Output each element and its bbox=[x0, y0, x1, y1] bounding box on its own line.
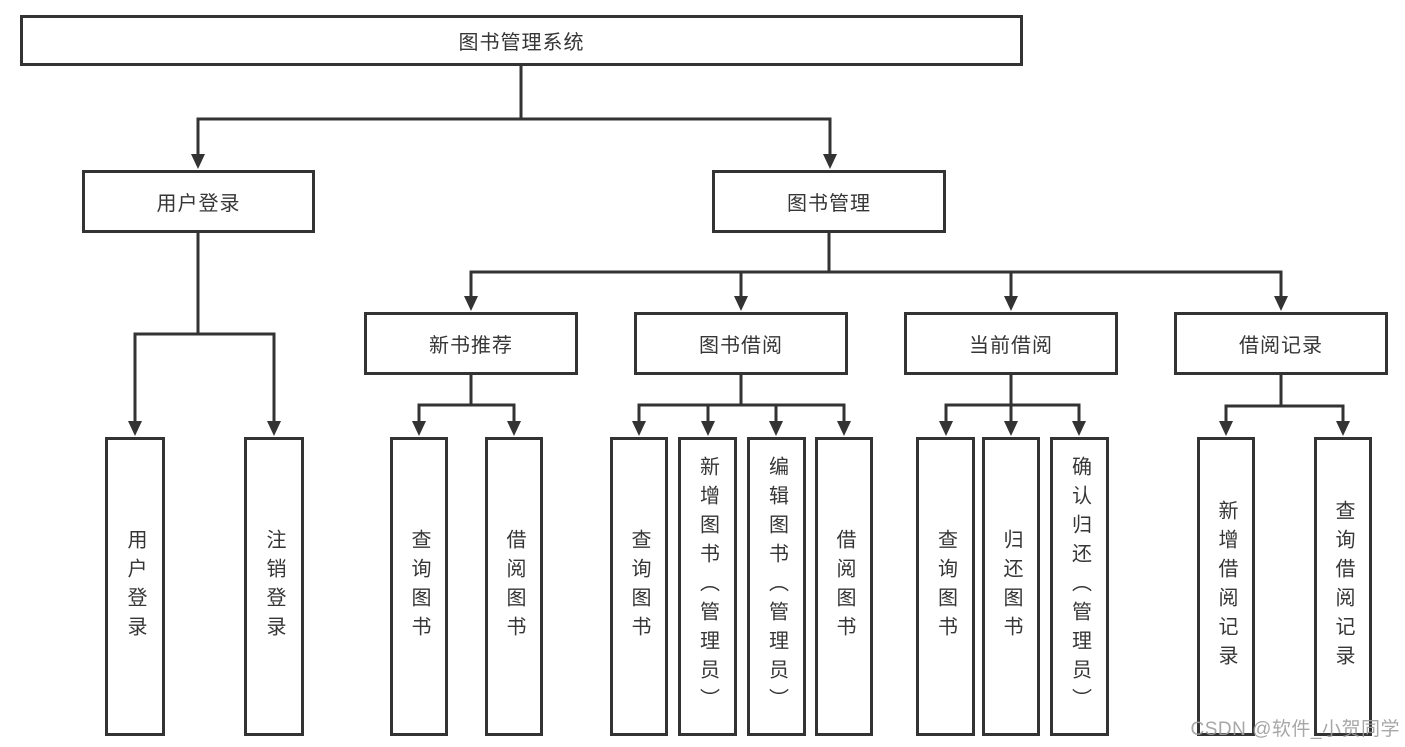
arrow-down-icon bbox=[701, 421, 715, 436]
arrow-down-icon bbox=[412, 421, 426, 436]
node-label: 查询借阅记录 bbox=[1332, 499, 1354, 674]
leaf-edit-books-admin: 编辑图书（管理员） bbox=[747, 437, 806, 736]
node-label: 编辑图书（管理员） bbox=[765, 456, 788, 717]
node-label: 图书借阅 bbox=[699, 335, 783, 357]
arrow-down-icon bbox=[769, 421, 783, 436]
node-label: 新书推荐 bbox=[429, 335, 513, 357]
node-label: 新增借阅记录 bbox=[1215, 499, 1237, 674]
node-root-system: 图书管理系统 bbox=[20, 15, 1023, 66]
arrow-down-icon bbox=[128, 421, 142, 436]
leaf-add-books-admin: 新增图书（管理员） bbox=[678, 437, 737, 736]
node-book-management: 图书管理 bbox=[712, 170, 946, 233]
node-label: 借阅图书 bbox=[833, 528, 855, 645]
arrow-down-icon bbox=[191, 154, 205, 169]
node-label: 注销登录 bbox=[263, 528, 285, 645]
leaf-add-borrow-record: 新增借阅记录 bbox=[1197, 437, 1255, 736]
arrow-down-icon bbox=[1004, 296, 1018, 311]
node-label: 查询图书 bbox=[408, 528, 430, 645]
node-label: 查询图书 bbox=[934, 528, 957, 645]
node-label: 新增图书（管理员） bbox=[696, 456, 719, 717]
node-book-borrowing: 图书借阅 bbox=[634, 312, 848, 375]
arrow-down-icon bbox=[1219, 421, 1233, 436]
arrow-down-icon bbox=[507, 421, 521, 436]
leaf-user-login: 用户登录 bbox=[105, 437, 165, 736]
leaf-query-borrow-record: 查询借阅记录 bbox=[1314, 437, 1372, 736]
node-user-login: 用户登录 bbox=[82, 170, 315, 233]
arrow-down-icon bbox=[823, 154, 837, 169]
node-label: 借阅图书 bbox=[503, 528, 525, 645]
arrow-down-icon bbox=[1072, 421, 1086, 436]
node-label: 当前借阅 bbox=[969, 335, 1053, 357]
leaf-return-books: 归还图书 bbox=[982, 437, 1040, 736]
arrowheads bbox=[128, 154, 1350, 436]
node-current-borrowing: 当前借阅 bbox=[904, 312, 1118, 375]
arrow-down-icon bbox=[837, 421, 851, 436]
arrow-down-icon bbox=[267, 421, 281, 436]
node-label: 查询图书 bbox=[628, 528, 650, 645]
arrow-down-icon bbox=[1004, 421, 1018, 436]
node-label: 借阅记录 bbox=[1239, 335, 1323, 357]
arrow-down-icon bbox=[1336, 421, 1350, 436]
leaf-logout: 注销登录 bbox=[244, 437, 304, 736]
node-label: 图书管理系统 bbox=[458, 32, 585, 54]
leaf-borrow-books-recommend: 借阅图书 bbox=[485, 437, 543, 736]
leaf-borrow-books: 借阅图书 bbox=[815, 437, 873, 736]
leaf-query-books-borrowing: 查询图书 bbox=[610, 437, 668, 736]
csdn-watermark: CSDN @软件_小贺同学 bbox=[1190, 719, 1400, 740]
node-label: 图书管理 bbox=[787, 193, 871, 215]
node-new-book-recommend: 新书推荐 bbox=[364, 312, 578, 375]
connector-path bbox=[133, 66, 1345, 424]
arrow-down-icon bbox=[1274, 296, 1288, 311]
leaf-query-books-current: 查询图书 bbox=[916, 437, 975, 736]
node-label: 确认归还（管理员） bbox=[1068, 456, 1091, 717]
leaf-query-books-recommend: 查询图书 bbox=[390, 437, 448, 736]
leaf-confirm-return-admin: 确认归还（管理员） bbox=[1050, 437, 1109, 736]
arrow-down-icon bbox=[464, 296, 478, 311]
node-label: 用户登录 bbox=[156, 193, 241, 215]
node-borrowing-records: 借阅记录 bbox=[1174, 312, 1388, 375]
arrow-down-icon bbox=[632, 421, 646, 436]
arrow-down-icon bbox=[939, 421, 953, 436]
node-label: 归还图书 bbox=[1000, 528, 1022, 645]
arrow-down-icon bbox=[734, 296, 748, 311]
node-label: 用户登录 bbox=[124, 528, 146, 645]
